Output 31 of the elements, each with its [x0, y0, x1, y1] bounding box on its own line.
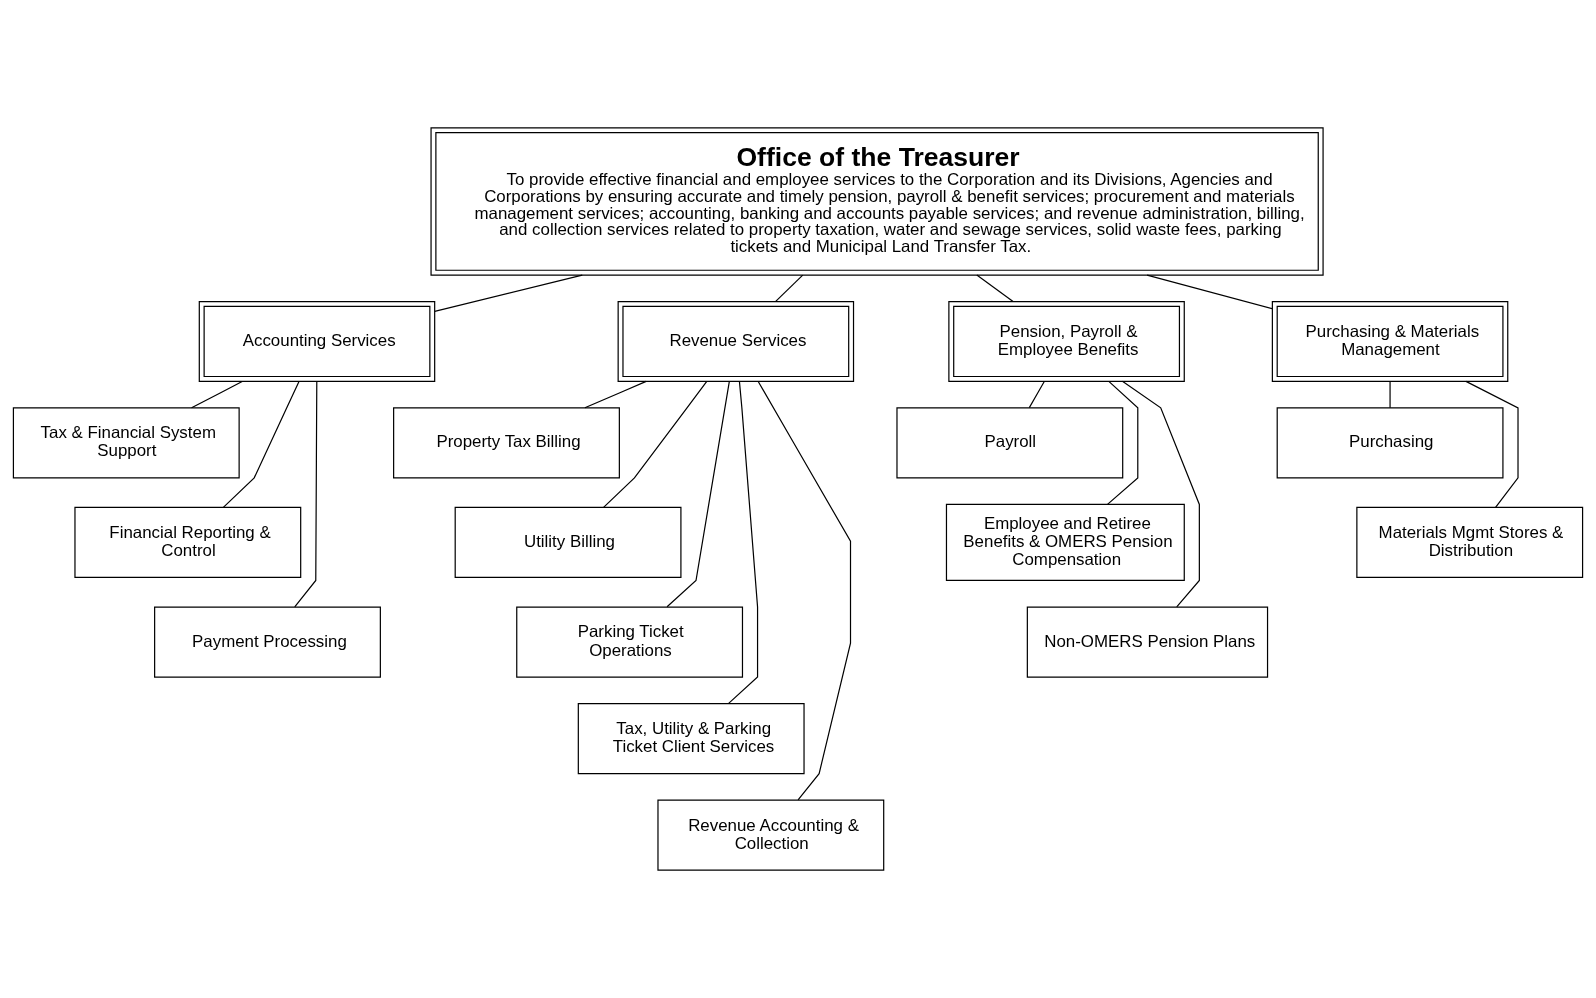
node-box: Revenue Accounting & Collection [657, 799, 885, 871]
node-box: Pension, Payroll & Employee Benefits [948, 301, 1185, 382]
node-box: Payroll [896, 407, 1124, 479]
node-box: Non-OMERS Pension Plans [1026, 606, 1269, 678]
connector [728, 380, 759, 704]
node-box: Payment Processing [154, 606, 381, 678]
connector [434, 274, 583, 312]
node-box: Utility Billing [454, 506, 682, 579]
node-box: Office of the Treasurer To provide effective financial and employee services to the Corporation and its Divisions, Agencies and Corporations by ensuring accurate and timely pension, payroll & benefit services; procurement and materials management services; accounting, banking and accounts payable services; and revenue administration, billing, and collection services related to property taxation, water and sewage services, solid waste fees, parking tickets and Municipal Land Transfer Tax. [430, 127, 1324, 276]
connector [222, 380, 300, 508]
node-box: Parking Ticket Operations [516, 606, 744, 678]
node-box: Financial Reporting & Control [74, 506, 302, 579]
node-box: Revenue Services [617, 301, 855, 382]
node-box: Materials Mgmt Stores & Distribution [1356, 506, 1584, 579]
connector [584, 380, 647, 409]
connector [666, 380, 730, 608]
connector [1389, 381, 1391, 409]
node-box: Purchasing [1276, 407, 1504, 479]
connector [602, 380, 708, 508]
connector [757, 380, 852, 801]
connector [1146, 274, 1273, 310]
node-box: Employee and Retiree Benefits & OMERS Pension Compensation [945, 503, 1185, 582]
node-box: Purchasing & Materials Management [1271, 301, 1509, 382]
connector [1028, 381, 1045, 409]
node-box: Property Tax Billing [393, 407, 620, 479]
node-box: Tax, Utility & Parking Ticket Client Services [577, 703, 805, 775]
node-box: Tax & Financial System Support [12, 407, 240, 479]
node-box: Accounting Services [198, 301, 436, 382]
connector [775, 274, 804, 302]
connector [294, 380, 318, 608]
connector [1121, 380, 1200, 608]
